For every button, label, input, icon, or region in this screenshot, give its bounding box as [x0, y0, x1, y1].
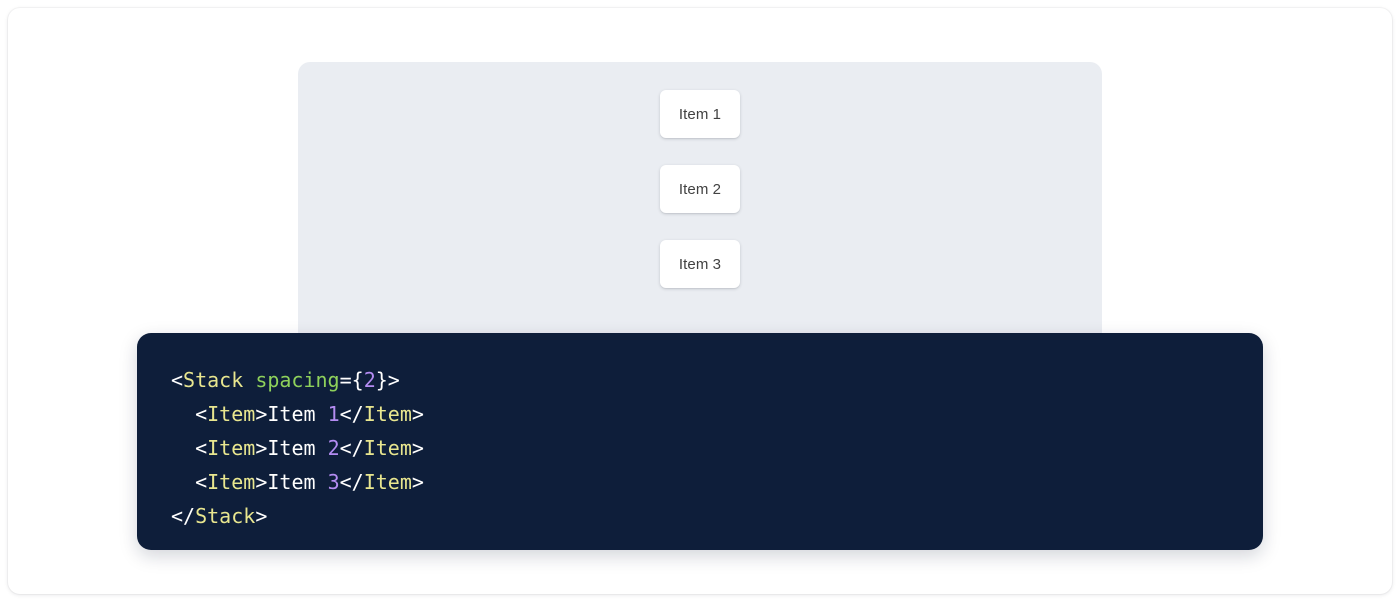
stack-item-label: Item 2: [678, 180, 722, 198]
code-token-tag: Item: [363, 436, 412, 460]
code-snippet-block: <Stack spacing={2}> <Item>Item 1</Item> …: [137, 333, 1263, 550]
code-token-punct: <: [195, 402, 208, 426]
code-token-punct: <: [195, 436, 208, 460]
code-token-tag: Item: [363, 402, 412, 426]
code-token-punct: >: [411, 470, 424, 494]
component-preview-panel: Item 1 Item 2 Item 3: [298, 62, 1102, 362]
code-token-text: [243, 368, 255, 392]
code-indent: [171, 470, 195, 494]
code-line: <Stack spacing={2}>: [171, 368, 400, 392]
code-line: </Stack>: [171, 504, 267, 528]
stack-container: Item 1 Item 2 Item 3: [298, 90, 1102, 288]
code-token-text: Item: [267, 436, 328, 460]
code-token-attr: spacing: [255, 368, 340, 392]
stack-item-label: Item 1: [678, 105, 722, 123]
code-token-punct: >: [411, 436, 424, 460]
code-token-punct: >: [255, 470, 268, 494]
code-token-punct: >: [255, 504, 268, 528]
code-line: <Item>Item 2</Item>: [171, 436, 424, 460]
code-token-punct: </: [339, 436, 364, 460]
code-token-punct: </: [171, 504, 196, 528]
code-token-num: 3: [327, 470, 340, 494]
code-token-punct: >: [255, 402, 268, 426]
code-token-num: 2: [327, 436, 340, 460]
code-token-text: Item: [267, 470, 328, 494]
code-token-punct: <: [195, 470, 208, 494]
code-indent: [171, 402, 195, 426]
code-token-punct: >: [411, 402, 424, 426]
stack-item-label: Item 3: [678, 255, 722, 273]
code-indent: [171, 436, 195, 460]
code-token-punct: }>: [375, 368, 400, 392]
code-token-tag: Stack: [183, 368, 244, 392]
stack-item[interactable]: Item 2: [660, 165, 740, 213]
code-line: <Item>Item 3</Item>: [171, 470, 424, 494]
code-token-num: 1: [327, 402, 340, 426]
code-token-tag: Item: [363, 470, 412, 494]
code-line: <Item>Item 1</Item>: [171, 402, 424, 426]
code-token-tag: Stack: [195, 504, 256, 528]
code-token-punct: </: [339, 470, 364, 494]
code-token-tag: Item: [207, 436, 256, 460]
code-token-punct: <: [171, 368, 184, 392]
code-token-tag: Item: [207, 470, 256, 494]
code-token-punct: </: [339, 402, 364, 426]
stack-item[interactable]: Item 1: [660, 90, 740, 138]
stack-item[interactable]: Item 3: [660, 240, 740, 288]
code-token-punct: >: [255, 436, 268, 460]
code-token-punct: ={: [339, 368, 364, 392]
code-snippet-text[interactable]: <Stack spacing={2}> <Item>Item 1</Item> …: [171, 363, 1229, 533]
code-token-text: Item: [267, 402, 328, 426]
code-token-num: 2: [363, 368, 376, 392]
code-token-tag: Item: [207, 402, 256, 426]
